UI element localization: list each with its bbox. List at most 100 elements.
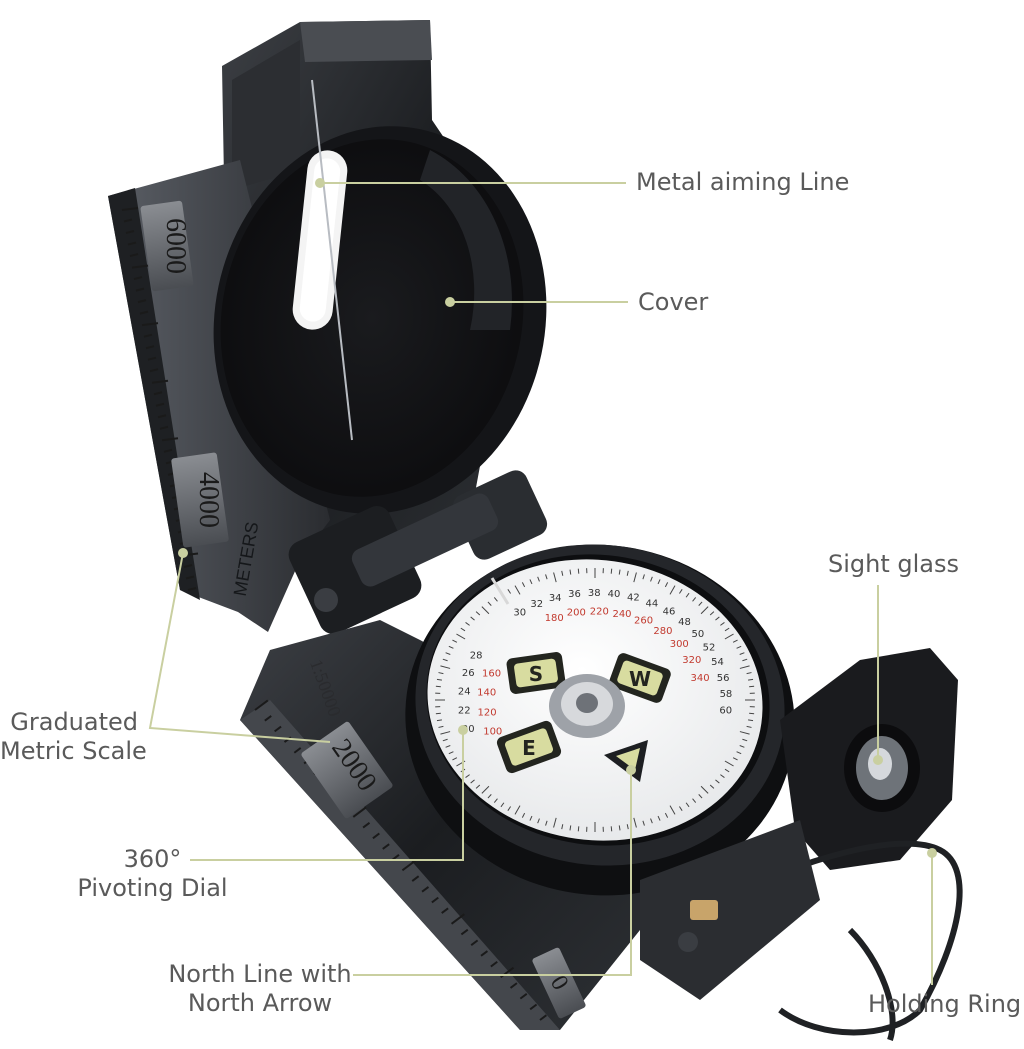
leader-pivoting-dial — [190, 730, 464, 861]
base-tick — [264, 715, 272, 722]
dial-tick — [709, 611, 715, 616]
dial-inner-numeral: 280 — [653, 626, 672, 637]
scale-tick — [135, 287, 145, 292]
leader-dot-sight — [873, 755, 883, 765]
dial-tick — [736, 645, 742, 649]
dial-tick — [545, 574, 548, 580]
dial-outer-numeral: 32 — [530, 599, 543, 610]
dial-tick — [442, 658, 448, 662]
dial-tick — [748, 719, 754, 722]
dial-inner-numeral: 260 — [634, 616, 653, 627]
dial-tick — [739, 652, 745, 655]
scale-tick — [147, 356, 157, 361]
dial-outer-numeral: 36 — [568, 589, 581, 600]
scale-tick — [131, 264, 149, 269]
dial-tick — [626, 824, 629, 830]
dial-tick — [642, 820, 645, 826]
dial-outer-numeral: 52 — [703, 642, 716, 653]
base-tick — [519, 993, 528, 1000]
callout-lines — [148, 178, 937, 985]
dial-tick — [657, 579, 661, 585]
dial-tick — [746, 725, 752, 728]
dial-outer-numeral: 38 — [588, 588, 601, 599]
dial-left-inner-numeral: 160 — [482, 668, 501, 679]
leader-north-line — [353, 770, 632, 976]
dial-tick — [481, 785, 490, 794]
dial-tick — [438, 672, 444, 675]
dial-tick — [445, 745, 451, 748]
cardinal-s: S — [506, 652, 566, 694]
dial-tick — [692, 798, 697, 803]
dial-tick — [470, 779, 475, 784]
dial-outer-numeral: 50 — [692, 629, 705, 640]
base-tick — [293, 747, 302, 754]
dial-outer-numeral: 42 — [627, 592, 640, 603]
scale-tick — [143, 333, 153, 338]
dial-inner-numeral: 320 — [682, 655, 701, 666]
dial-tick — [678, 589, 683, 594]
dial-tick — [618, 569, 621, 575]
dial-tick — [633, 572, 637, 583]
dial-tick — [442, 738, 448, 742]
metal-aiming-line — [292, 79, 353, 441]
leader-dot-ring — [927, 848, 937, 858]
dial-tick — [698, 794, 703, 799]
base-tick — [490, 960, 498, 968]
cardinal-e: E — [496, 720, 562, 774]
dial-tick — [610, 826, 613, 832]
label-graduated-line1: Graduated — [10, 708, 138, 736]
dial-tick — [685, 592, 690, 598]
label-pivoting-line1: 360° — [123, 845, 182, 873]
north-line — [490, 577, 510, 605]
leader-metric-scale — [148, 552, 331, 743]
dial-outer-numeral: 40 — [608, 589, 621, 600]
dial-tick — [746, 672, 752, 675]
dial-inner-numeral: 340 — [691, 673, 710, 684]
dial-tick — [561, 824, 564, 830]
label-pivoting-dial: 360° Pivoting Dial — [70, 845, 235, 903]
dial-tick — [669, 585, 676, 595]
dial-tick — [664, 582, 669, 588]
scale-tick — [187, 587, 197, 591]
dial-tick — [742, 658, 748, 662]
base-tick — [372, 832, 380, 840]
scale-tick — [183, 563, 193, 568]
base-tick — [362, 821, 371, 829]
dial-tick — [438, 725, 444, 728]
dial-tick — [460, 627, 466, 632]
dial-tick — [633, 817, 637, 828]
base-tick — [421, 886, 430, 893]
base-tick — [480, 950, 489, 957]
dial-tick — [493, 597, 498, 602]
dial-inner-numeral: 240 — [612, 609, 631, 620]
base-tick — [441, 907, 449, 914]
dial-tick — [720, 774, 725, 778]
dial-tick — [507, 806, 512, 811]
dial-tick — [650, 818, 653, 824]
dial-tick — [577, 568, 580, 574]
label-graduated-line2: Metric Scale — [0, 737, 147, 765]
dial-tick — [465, 774, 470, 778]
scale-tick — [155, 402, 165, 407]
dial-tick — [456, 633, 466, 640]
scale-tick — [127, 241, 137, 246]
dial-tick — [736, 751, 742, 755]
dial-tick — [487, 601, 492, 606]
scale-tick — [151, 379, 169, 384]
dial-tick — [626, 570, 629, 576]
scale-tick — [121, 207, 139, 211]
dial-tick — [452, 639, 458, 643]
dial-left-numeral: 22 — [458, 705, 471, 716]
sight-glass — [780, 648, 958, 870]
dial-tick — [569, 569, 572, 575]
dial-tick — [521, 582, 526, 588]
dial-tick — [700, 785, 709, 794]
dial-tick — [470, 616, 475, 621]
dial-tick — [720, 622, 725, 626]
dial-left-inner-numeral: 100 — [483, 727, 502, 738]
dial-tick — [739, 665, 750, 669]
cardinal-w-letter: W — [629, 667, 651, 691]
label-north-line: North Line with North Arrow — [160, 960, 360, 1018]
